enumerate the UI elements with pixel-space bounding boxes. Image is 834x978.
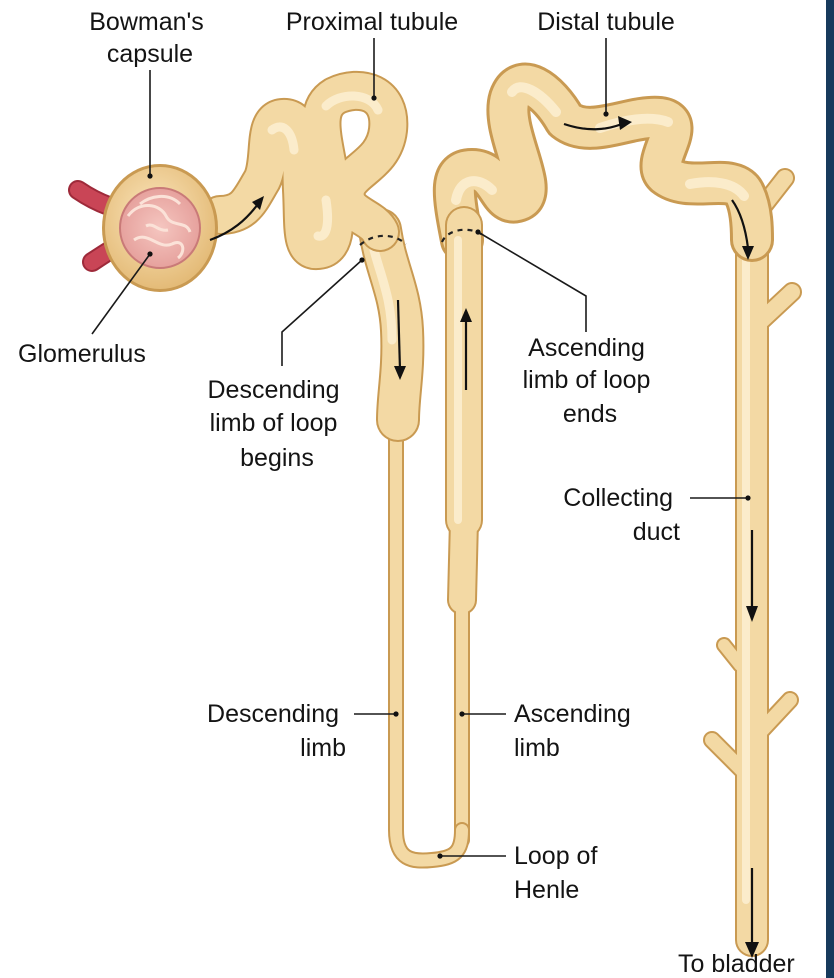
bowmans-capsule-label: Bowman's capsule [89,8,211,68]
glomerulus [120,188,200,268]
collecting-duct-label: Collecting duct [563,484,680,546]
distal-tubule [455,85,752,240]
descending-limb-label: Descending limb [207,700,346,762]
loop-of-henle-label: Loop of Henle [514,842,604,904]
glomerulus-label: Glomerulus [18,340,146,368]
proximal-tubule-label: Proximal tubule [286,8,458,36]
proximal-tubule [220,91,388,250]
descending-limb-begins-label: Descending limb of loop begins [208,376,347,472]
ascending-limb-label: Ascending limb [514,700,638,762]
ascending-limb-ends-label: Ascending limb of loop ends [523,334,658,428]
frame-border [826,0,834,978]
to-bladder-label: To bladder [678,950,795,978]
distal-tubule-label: Distal tubule [537,8,675,36]
